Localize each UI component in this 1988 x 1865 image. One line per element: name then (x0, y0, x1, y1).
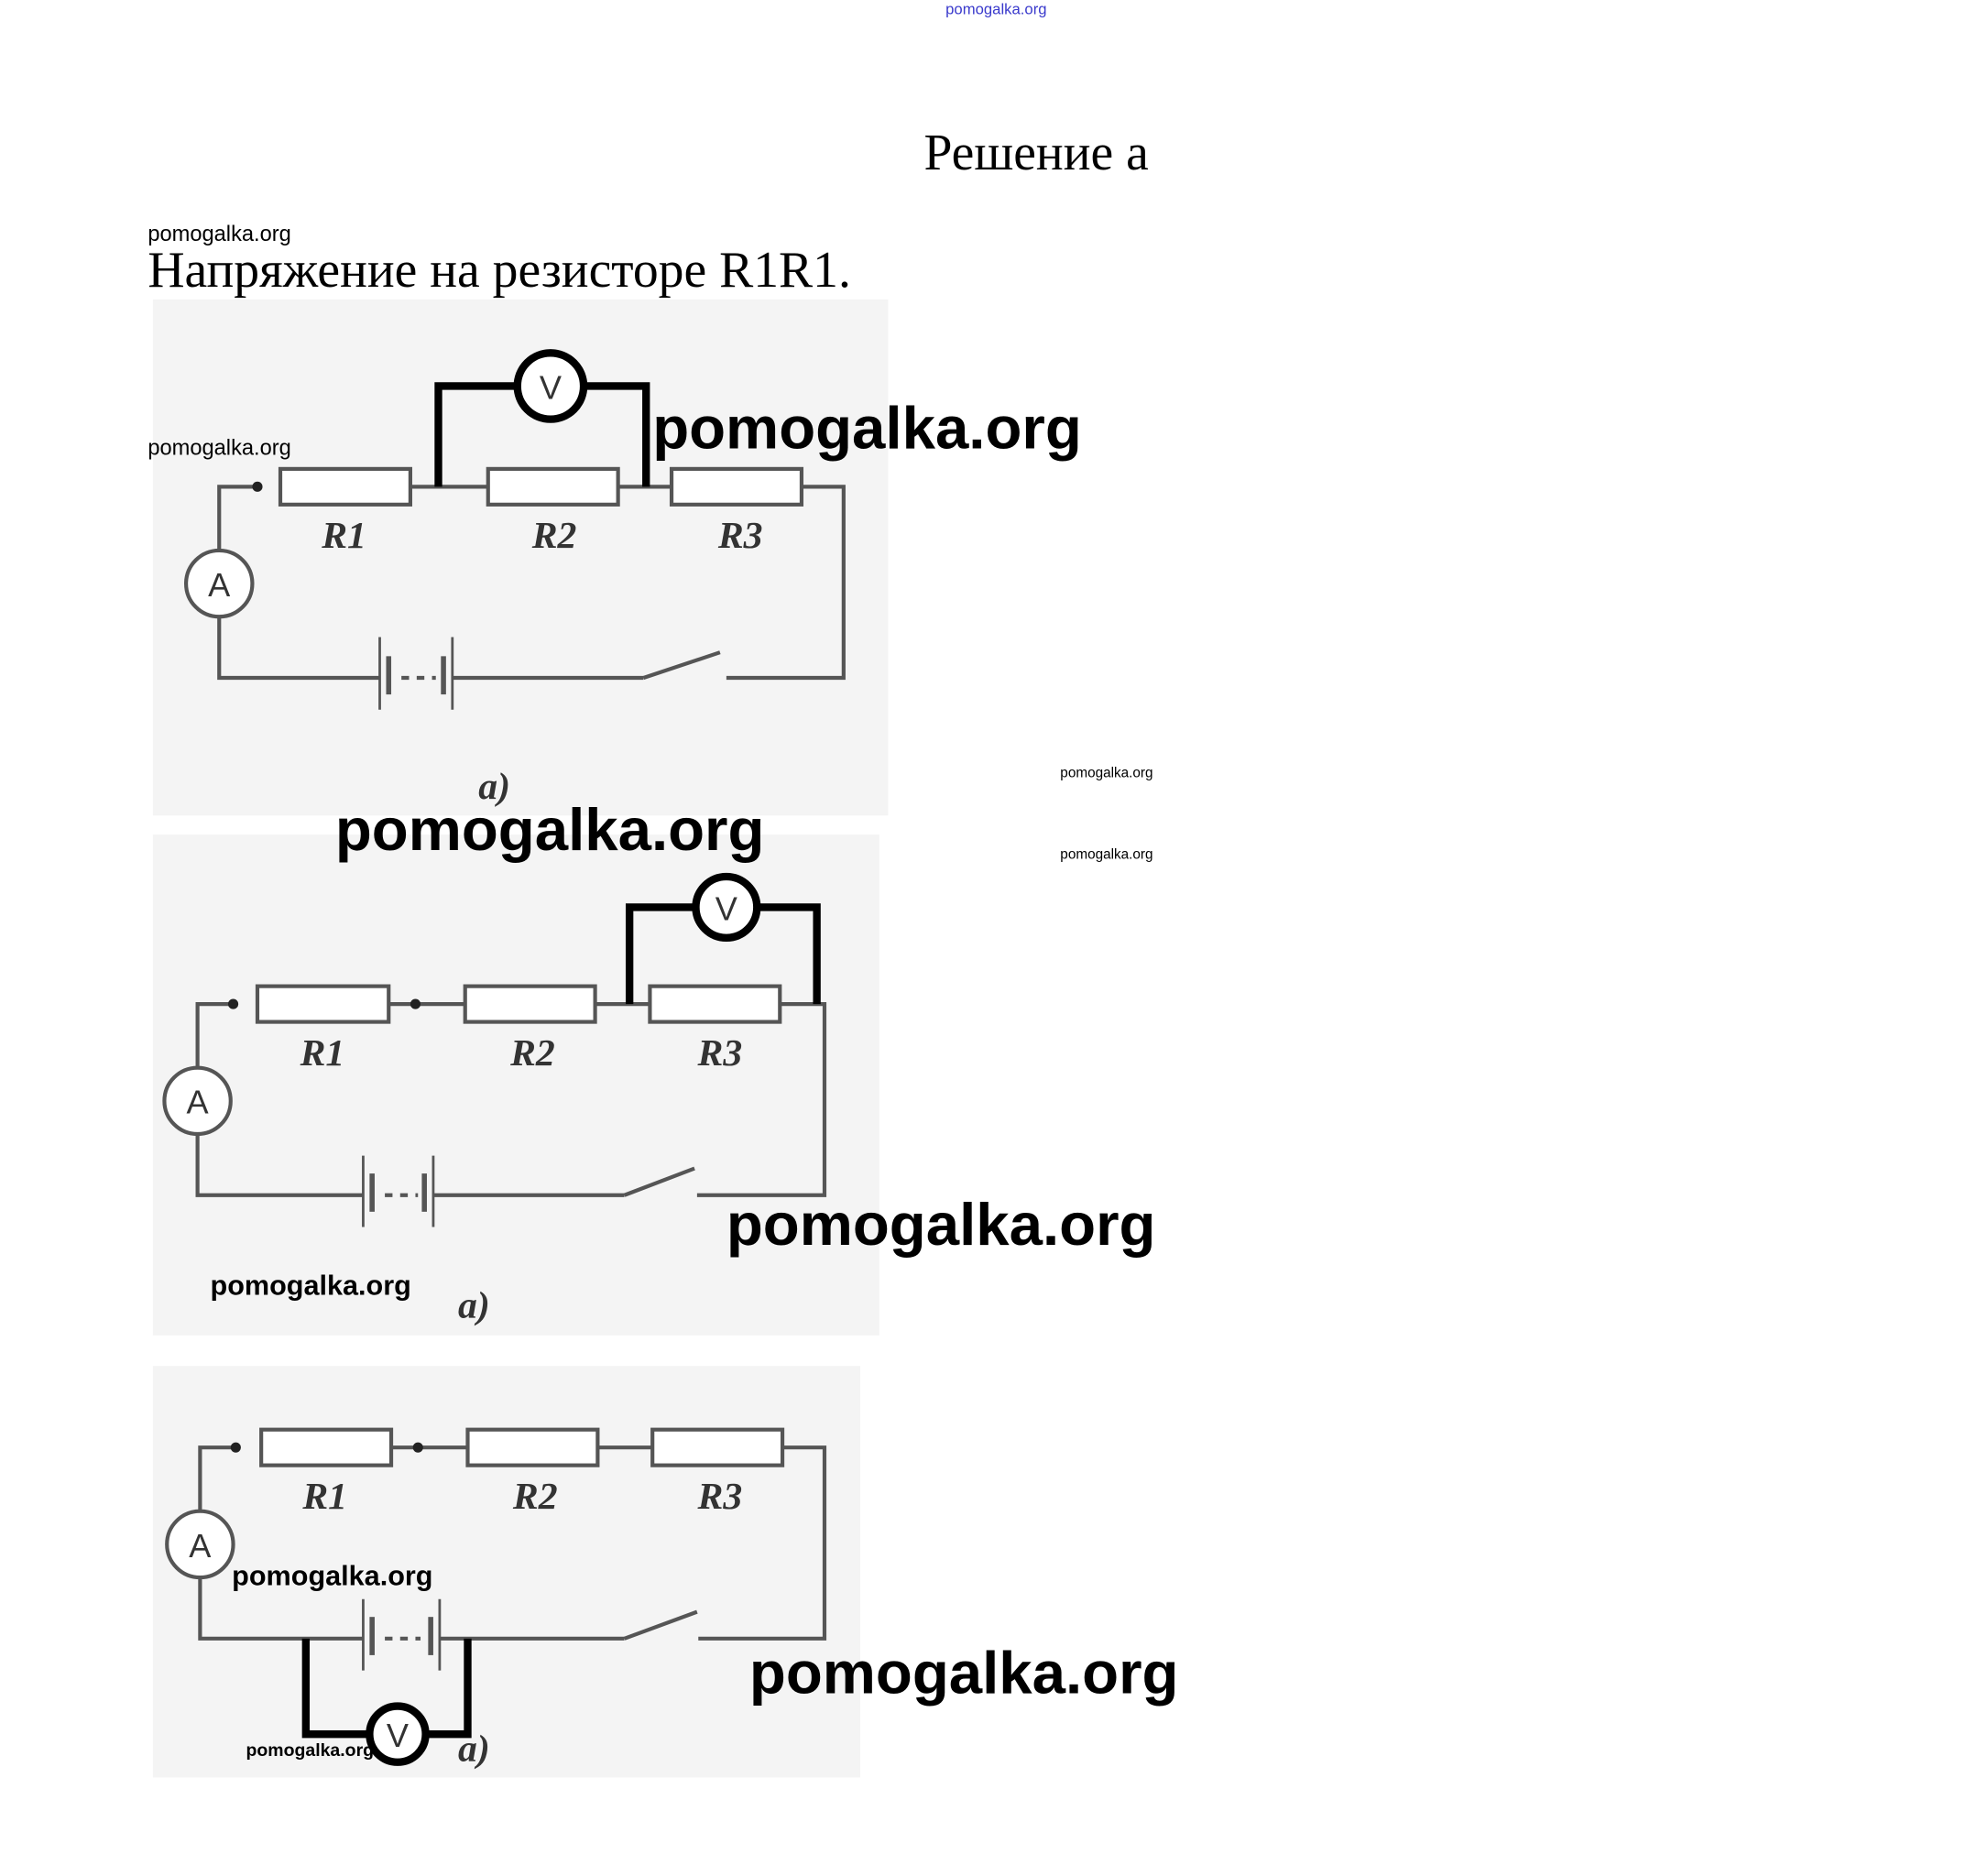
wire (696, 1002, 827, 1197)
wire (217, 485, 257, 551)
voltmeter-icon (366, 1702, 430, 1766)
switch (623, 1609, 698, 1641)
watermark: pomogalka.org (726, 1190, 1156, 1258)
r1-label: R1 (300, 1032, 345, 1074)
wire (726, 485, 846, 681)
watermark: pomogalka.org (210, 1269, 411, 1302)
ammeter-label: A (208, 566, 231, 604)
resistor-r3 (669, 466, 804, 507)
circuit-figure-3: V A R1 R2 R3 a) (152, 1366, 860, 1778)
watermark: pomogalka.org (748, 1638, 1179, 1707)
watermark: pomogalka.org (652, 393, 1082, 462)
ammeter-icon (183, 548, 255, 619)
resistor-r2 (486, 466, 620, 507)
ammeter-label: A (187, 1084, 210, 1121)
switch (642, 650, 721, 680)
watermark: pomogalka.org (147, 435, 291, 461)
resistor-r2 (465, 1427, 600, 1467)
resistor-r1 (259, 1427, 394, 1467)
circuit-figure-2: V A R1 R2 R3 a) (152, 834, 879, 1336)
watermark: pomogalka.org (1060, 765, 1153, 781)
wire (198, 1445, 236, 1511)
r1-label: R1 (301, 1476, 347, 1518)
voltmeter-icon (692, 872, 761, 942)
wire (195, 1002, 234, 1068)
resistor-r1 (278, 466, 412, 507)
voltmeter-label: V (540, 368, 562, 406)
ammeter-icon (165, 1509, 235, 1580)
resistor-r3 (648, 984, 782, 1024)
voltmeter-label: V (387, 1717, 409, 1754)
circuit-figure-1: V A R1 R2 R3 a) (152, 299, 889, 816)
figure-caption: a) (458, 1728, 490, 1770)
r2-label: R2 (512, 1476, 558, 1518)
watermark: pomogalka.org (246, 1739, 375, 1760)
r2-label: R2 (531, 515, 577, 557)
header-watermark-link[interactable]: pomogalka.org (945, 0, 1047, 18)
circuit-diagram-3: V A R1 R2 R3 a) (165, 1427, 827, 1770)
page-title: Решение а (923, 123, 1149, 181)
switch (623, 1166, 695, 1197)
resistor-r3 (650, 1427, 785, 1467)
resistor-r1 (255, 984, 391, 1024)
wire (195, 1133, 364, 1197)
voltmeter-icon (513, 349, 588, 423)
circuit-diagram-2: V A R1 R2 R3 a) (162, 872, 827, 1326)
r3-label: R3 (697, 1032, 743, 1074)
circuit-diagram-1: V A R1 R2 R3 a) (183, 349, 846, 808)
voltmeter-label: V (715, 889, 737, 927)
r2-label: R2 (509, 1032, 555, 1074)
figure-caption: a) (478, 766, 510, 808)
r3-label: R3 (697, 1476, 743, 1518)
r1-label: R1 (321, 515, 366, 557)
wire (217, 616, 380, 681)
watermark: pomogalka.org (147, 222, 291, 246)
watermark: pomogalka.org (1060, 847, 1153, 863)
ammeter-label: A (189, 1527, 212, 1565)
r3-label: R3 (717, 515, 763, 557)
resistor-r2 (463, 984, 597, 1024)
subtitle: Напряжение на резисторе R1R1. (147, 240, 851, 299)
wire (198, 1577, 364, 1641)
figure-caption: a) (458, 1284, 490, 1326)
watermark: pomogalka.org (334, 794, 765, 863)
watermark: pomogalka.org (232, 1559, 433, 1592)
wire (698, 1445, 827, 1641)
ammeter-icon (162, 1065, 233, 1137)
